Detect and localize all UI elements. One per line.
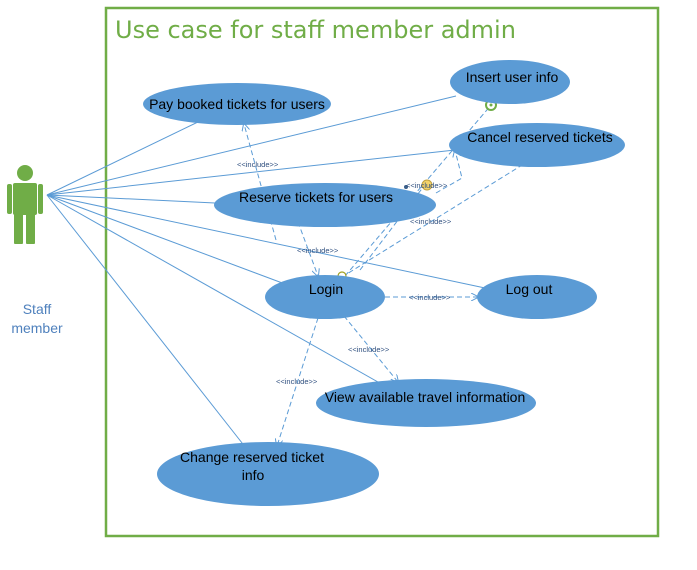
actor-staff-member bbox=[7, 165, 43, 244]
use-case-change: Change reserved ticket info bbox=[157, 442, 379, 506]
connector-dot-cancel bbox=[421, 179, 433, 191]
actor-left-arm bbox=[7, 184, 12, 214]
include-label-pay: <<include>> bbox=[237, 160, 279, 169]
assoc-insert bbox=[46, 95, 457, 196]
actor-right-arm bbox=[38, 184, 43, 214]
dep-login-to-cancel bbox=[341, 156, 536, 278]
dep-login-to-view bbox=[343, 315, 398, 382]
use-case-cancel-label: Cancel reserved tickets bbox=[467, 129, 613, 145]
use-case-pay-label: Pay booked tickets for users bbox=[149, 96, 325, 112]
use-case-login: Login bbox=[265, 275, 385, 319]
connector-dot-small bbox=[404, 185, 408, 189]
assoc-view bbox=[46, 194, 379, 383]
dep-login-to-change bbox=[277, 317, 319, 446]
assoc-login bbox=[46, 194, 286, 285]
actor-associations bbox=[46, 95, 486, 449]
dep-reserve-to-login bbox=[297, 221, 318, 276]
assoc-cancel bbox=[46, 149, 456, 196]
use-case-insert: Insert user info bbox=[450, 60, 570, 104]
include-label-logout: <<include>> bbox=[409, 293, 451, 302]
actor-label-line1: Staff bbox=[23, 301, 52, 317]
use-case-change-label-line2: info bbox=[242, 467, 265, 483]
use-case-insert-label: Insert user info bbox=[466, 69, 559, 85]
system-boundary bbox=[104, 6, 660, 538]
include-label-view: <<include>> bbox=[348, 345, 390, 354]
include-label-cancel: <<include>> bbox=[406, 181, 448, 190]
use-case-view: View available travel information bbox=[316, 379, 536, 427]
use-case-view-label: View available travel information bbox=[325, 389, 526, 405]
dep-reserve-to-cancel bbox=[435, 150, 463, 194]
use-case-change-label-line1: Change reserved ticket bbox=[180, 449, 324, 465]
use-case-cancel: Cancel reserved tickets bbox=[449, 123, 625, 167]
use-case-logout: Log out bbox=[477, 275, 597, 319]
use-case-reserve: Reserve tickets for users bbox=[214, 183, 436, 227]
assoc-pay bbox=[46, 120, 201, 196]
actor-head bbox=[17, 165, 33, 181]
actor-body bbox=[13, 183, 37, 215]
assoc-logout bbox=[46, 194, 486, 289]
use-case-pay: Pay booked tickets for users bbox=[143, 83, 331, 125]
connector-dot-insert-inner bbox=[489, 103, 493, 107]
use-case-reserve-label: Reserve tickets for users bbox=[239, 189, 393, 205]
use-case-login-label: Login bbox=[309, 281, 343, 297]
actor-right-leg bbox=[26, 214, 35, 244]
assoc-change bbox=[46, 194, 247, 449]
use-case-logout-label: Log out bbox=[506, 281, 553, 297]
actor-label-line2: member bbox=[11, 320, 63, 336]
include-label-insert: <<include>> bbox=[410, 217, 452, 226]
include-label-login: <<include>> bbox=[297, 246, 339, 255]
diagram-title: Use case for staff member admin bbox=[115, 16, 516, 44]
include-label-change: <<include>> bbox=[276, 377, 318, 386]
actor-left-leg bbox=[14, 214, 23, 244]
include-labels: <<include>> <<include>> <<include>> <<in… bbox=[237, 160, 452, 386]
assoc-reserve bbox=[46, 194, 216, 204]
